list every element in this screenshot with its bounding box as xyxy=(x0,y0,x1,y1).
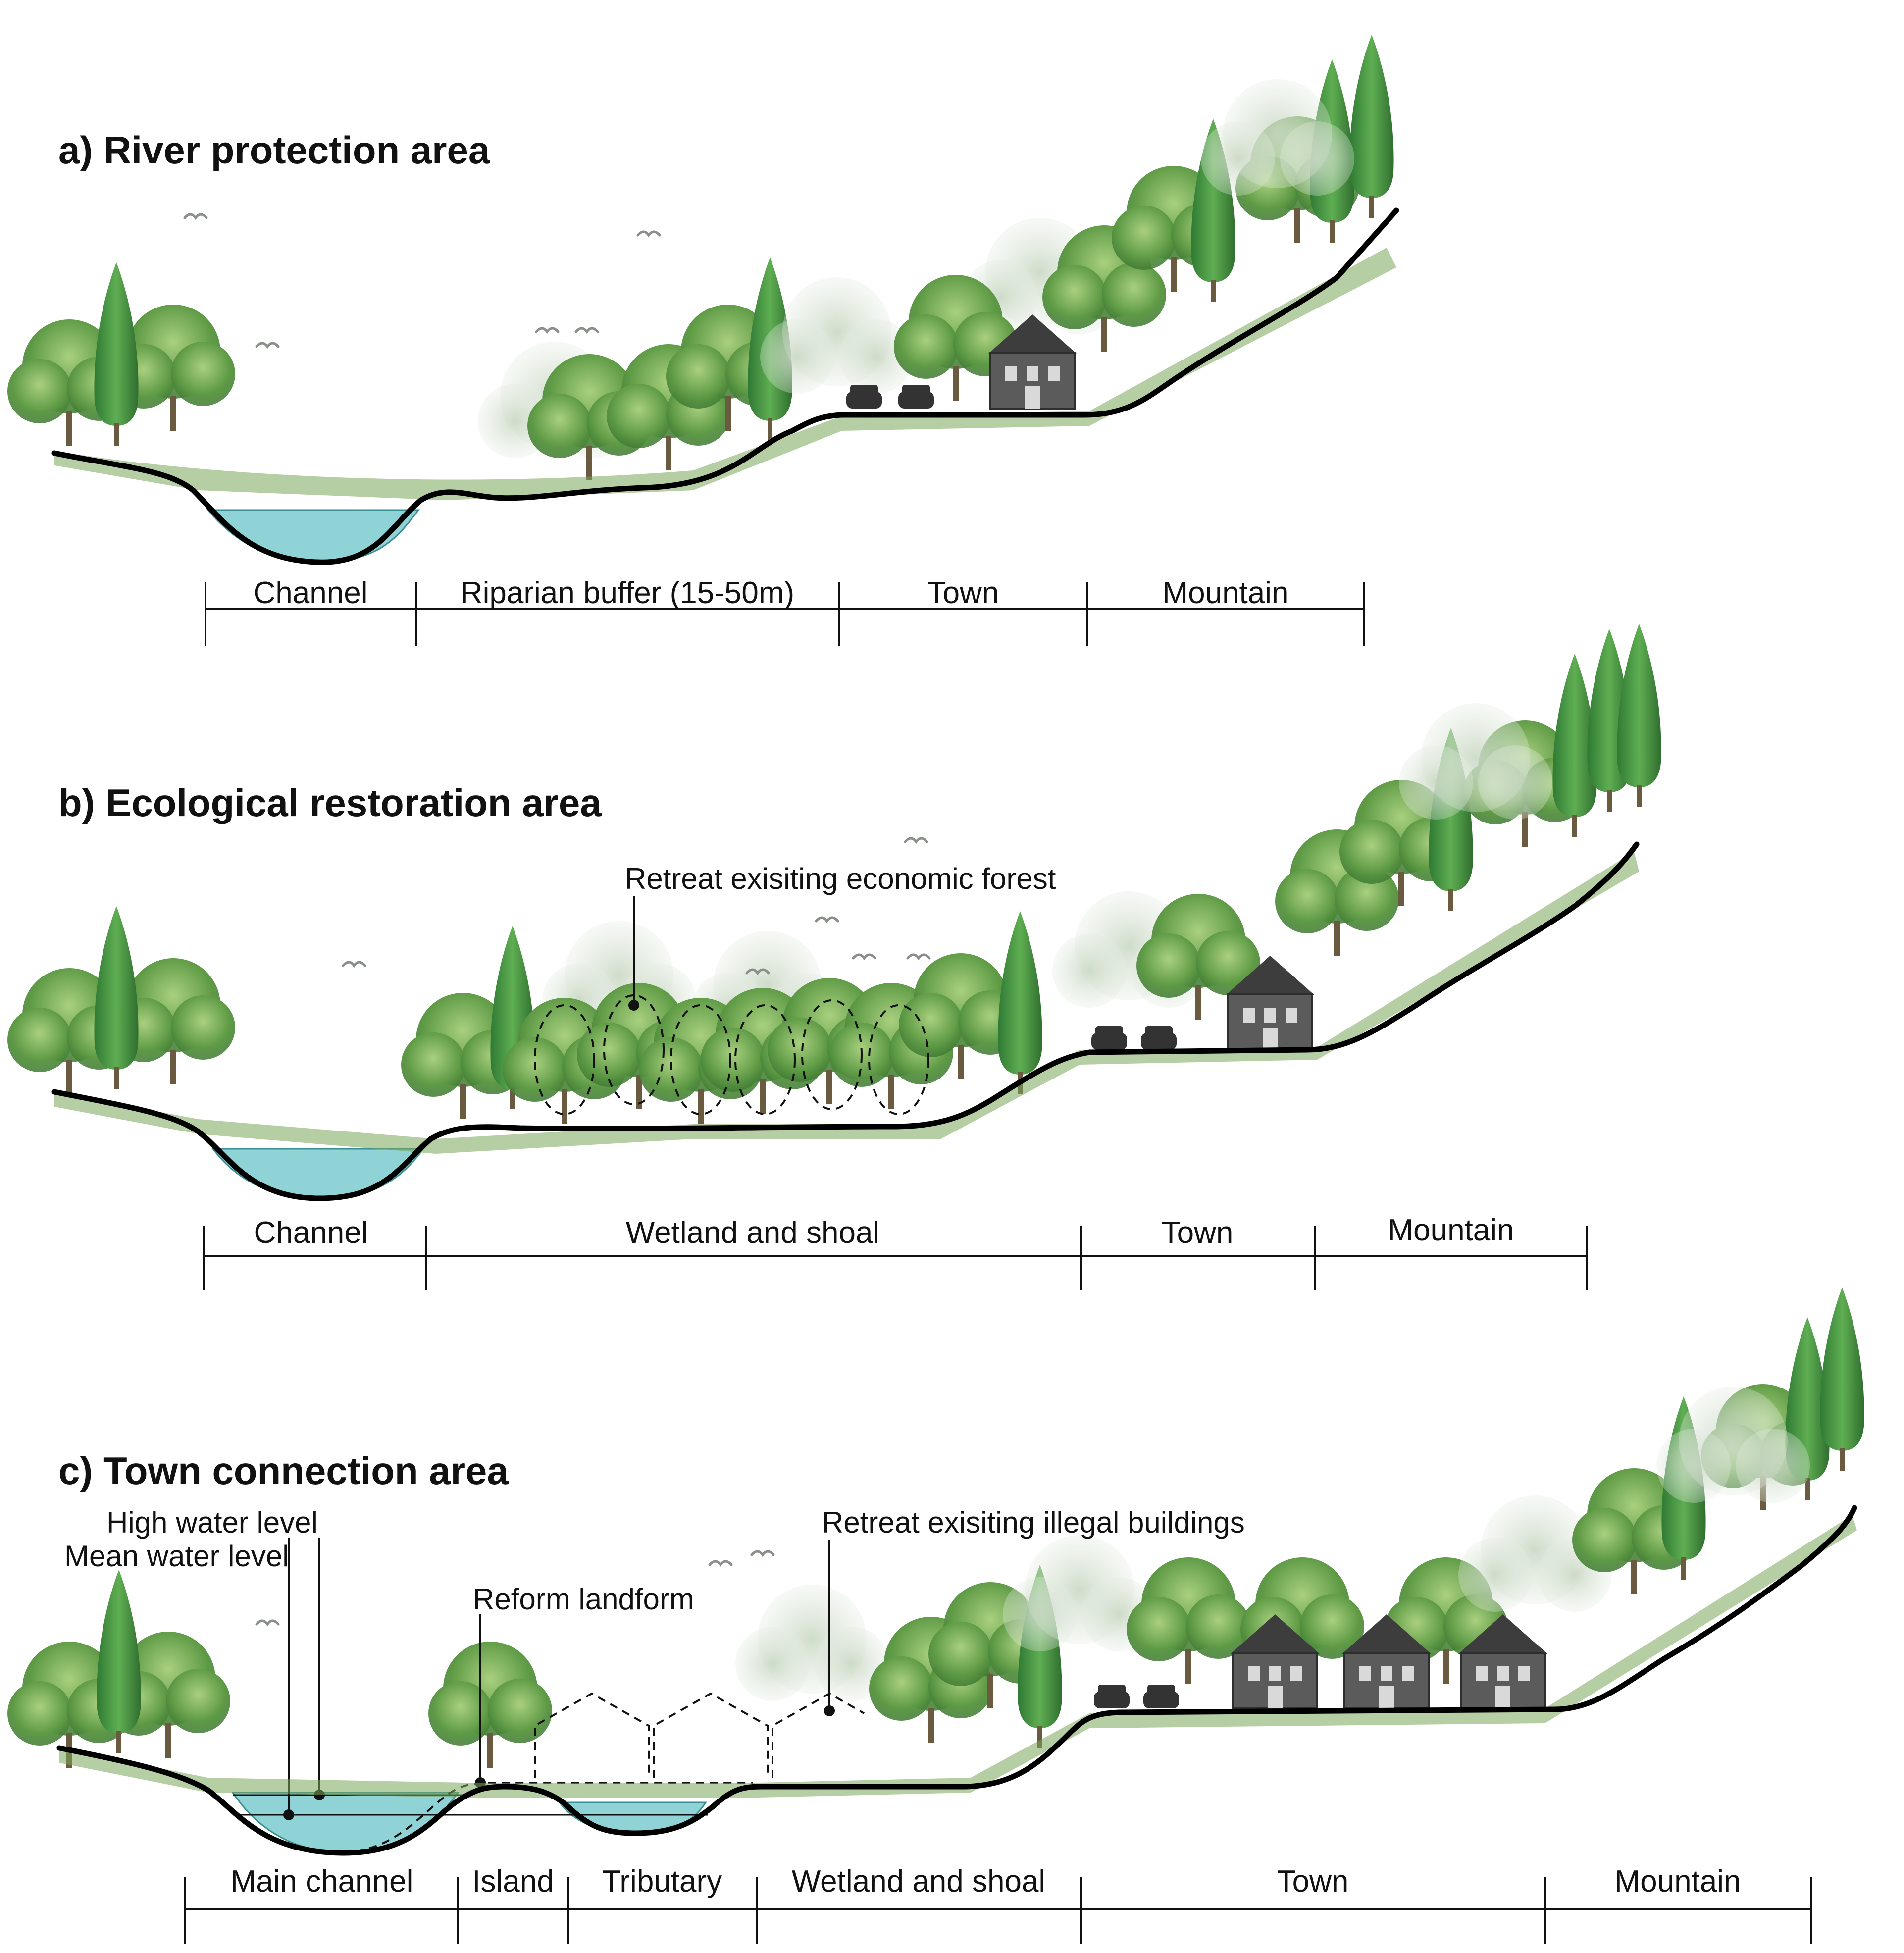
panel-c-segment-main-channel: Main channel xyxy=(231,1864,413,1899)
panel-b-segment-town: Town xyxy=(1162,1216,1234,1250)
panel-c-annotation-high-water: High water level xyxy=(106,1506,318,1539)
panel-b-retreat-circles xyxy=(534,896,929,1115)
panel-a-segment-town: Town xyxy=(927,576,999,610)
panel-b-segment-channel: Channel xyxy=(254,1216,368,1250)
panel-a-scale: Channel Riparian buffer (15-50m) Town Mo… xyxy=(205,576,1365,646)
panel-c-annotation-retreat-buildings: Retreat exisiting illegal buildings xyxy=(822,1506,1245,1539)
panel-b-segment-wetland: Wetland and shoal xyxy=(626,1216,879,1250)
panel-c-retreat-buildings-outline xyxy=(534,1540,865,1778)
panel-a-vegetation xyxy=(7,35,1394,480)
panel-c-main-channel-water xyxy=(231,1792,460,1853)
panel-b-scale: Channel Wetland and shoal Town Mountain xyxy=(203,1213,1588,1290)
panel-a-title: a) River protection area xyxy=(58,128,490,172)
panel-b: b) Ecological restoration area xyxy=(7,624,1661,1290)
panel-b-segment-mountain: Mountain xyxy=(1388,1213,1514,1247)
panel-c-ground-profile xyxy=(56,1505,1857,1856)
panel-c-segment-tributary: Tributary xyxy=(602,1864,722,1899)
panel-a-ground-profile xyxy=(51,207,1399,565)
panel-c-segment-wetland: Wetland and shoal xyxy=(792,1864,1045,1899)
panel-c-annotation-reform-landform: Reform landform xyxy=(473,1583,694,1616)
panel-b-ground-profile xyxy=(51,841,1640,1201)
panel-c: c) Town connection area xyxy=(7,1287,1864,1944)
panel-c-annotation-mean-water: Mean water level xyxy=(64,1540,289,1573)
panel-a-segment-riparian: Riparian buffer (15-50m) xyxy=(461,576,794,610)
panel-c-segment-town: Town xyxy=(1277,1864,1349,1899)
panel-c-segment-island: Island xyxy=(472,1864,554,1899)
panel-c-title: c) Town connection area xyxy=(58,1449,509,1492)
panel-c-scale: Main channel Island Tributary Wetland an… xyxy=(184,1864,1812,1944)
panel-b-title: b) Ecological restoration area xyxy=(58,781,602,824)
panel-b-annotation-retreat-forest: Retreat exisiting economic forest xyxy=(625,862,1056,895)
panel-a-segment-channel: Channel xyxy=(254,576,368,610)
panel-a: a) River protection area xyxy=(7,35,1399,646)
panel-c-segment-mountain: Mountain xyxy=(1614,1864,1741,1899)
panel-a-segment-mountain: Mountain xyxy=(1162,576,1288,610)
